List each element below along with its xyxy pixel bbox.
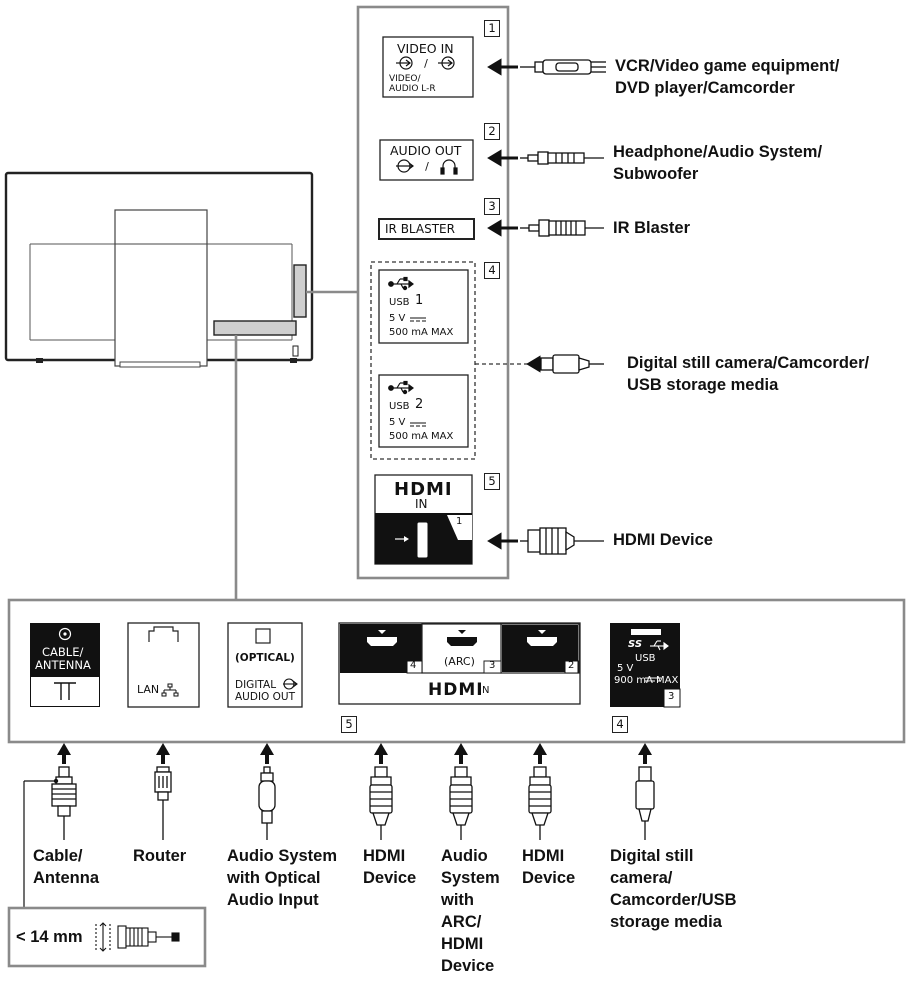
connector-size-note: < 14 mm (16, 928, 83, 946)
hdmi-in-label: IN (415, 497, 428, 511)
usb-icon (388, 276, 414, 291)
video-in-title: VIDEO IN (397, 41, 454, 56)
svg-text:/: / (425, 160, 429, 173)
arc-device-label: Audio System with ARC/ HDMI Device (441, 847, 500, 975)
usb1-index: 1 (415, 293, 424, 308)
hdmi-port-4: 4 (410, 660, 417, 671)
antenna-label-2: ANTENNA (35, 658, 91, 672)
usb2-voltage: 5 V (389, 417, 406, 428)
usb-storage-label: Digital still camera/ Camcorder/USB stor… (610, 847, 737, 931)
side-port-number-4: 4 (484, 262, 500, 279)
audio-out-title: AUDIO OUT (390, 143, 462, 158)
router-label: Router (133, 847, 187, 865)
bottom-hdmi-number: 5 (341, 716, 357, 733)
usb-device-label: Digital still camera/Camcorder/ USB stor… (627, 354, 870, 394)
usb3-index: 3 (668, 691, 675, 702)
optical-label-1: (OPTICAL) (235, 652, 295, 664)
usb3-ss: SS (628, 639, 643, 650)
hdmi-device-2-label: HDMI Device (522, 847, 576, 887)
usb2-current: 500 mA MAX (389, 431, 454, 442)
hdmi-device-4-label: HDMI Device (363, 847, 417, 887)
ir-blaster-title: IR BLASTER (385, 222, 455, 236)
cable-antenna-label: Cable/ Antenna (33, 847, 99, 887)
video-device-label: VCR/Video game equipment/ DVD player/Cam… (615, 57, 840, 97)
bottom-cables (51, 766, 655, 840)
side-port-number-5: 5 (484, 473, 500, 490)
optical-label-2: DIGITAL (235, 679, 277, 691)
bottom-usb-number: 4 (612, 716, 628, 733)
lan-label: LAN (137, 683, 160, 696)
usb3-current: 900 mA MAX (614, 675, 679, 686)
audio-device-label: Headphone/Audio System/ Subwoofer (613, 143, 823, 183)
hdmi-port-index: 1 (456, 516, 463, 527)
side-cables (520, 59, 606, 555)
svg-text:/: / (424, 57, 428, 70)
usb-icon (650, 640, 669, 651)
hdmi-logo: HDMI (394, 479, 453, 500)
side-port-number-1: 1 (484, 20, 500, 37)
usb3-usb: USB (635, 653, 656, 664)
usb3-voltage: 5 V (617, 663, 634, 674)
audio-optical-label: Audio System with Optical Audio Input (227, 847, 338, 909)
usb2-name: USB (389, 401, 410, 412)
usb1-current: 500 mA MAX (389, 327, 454, 338)
optical-label-3: AUDIO OUT (235, 691, 296, 703)
hdmi-device-label: HDMI Device (613, 531, 713, 549)
side-port-number-3: 3 (484, 198, 500, 215)
usb1-voltage: 5 V (389, 313, 406, 324)
ir-device-label: IR Blaster (613, 219, 691, 237)
hdmi-port-2: 2 (568, 660, 575, 671)
hdmi-group-logo: HDMI (428, 680, 484, 700)
video-in-sub1: VIDEO/ (389, 74, 421, 84)
usb2-index: 2 (415, 397, 424, 412)
antenna-label-1: CABLE/ (42, 645, 84, 659)
hdmi-port-3: 3 (489, 660, 496, 671)
usb1-name: USB (389, 297, 410, 308)
usb-icon (388, 380, 414, 395)
side-port-number-2: 2 (484, 123, 500, 140)
hdmi-arc-label: (ARC) (444, 655, 475, 668)
hdmi-group-in: IN (479, 685, 490, 696)
video-in-sub2: AUDIO L-R (389, 84, 436, 94)
tv-rear-view (4, 171, 314, 368)
